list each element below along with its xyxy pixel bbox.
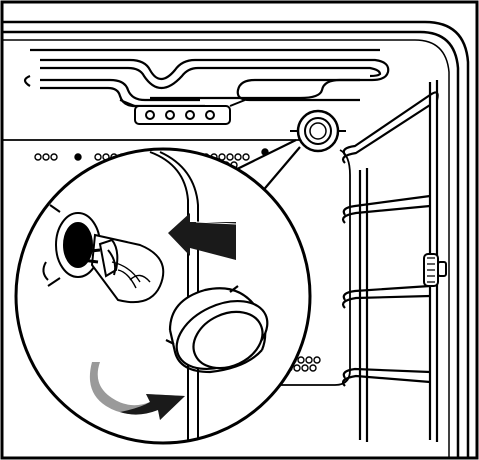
lamp-cover-large [165,285,269,374]
rotate-arrow-icon [89,362,185,420]
heating-coil-icon [23,48,390,108]
arrow-left-icon [168,213,237,260]
heating-bracket [119,99,246,125]
lamp-cover-icon [290,109,346,153]
halogen-bulb-icon [42,204,165,304]
oven-cavity [2,20,470,458]
knob-icon [423,253,447,287]
